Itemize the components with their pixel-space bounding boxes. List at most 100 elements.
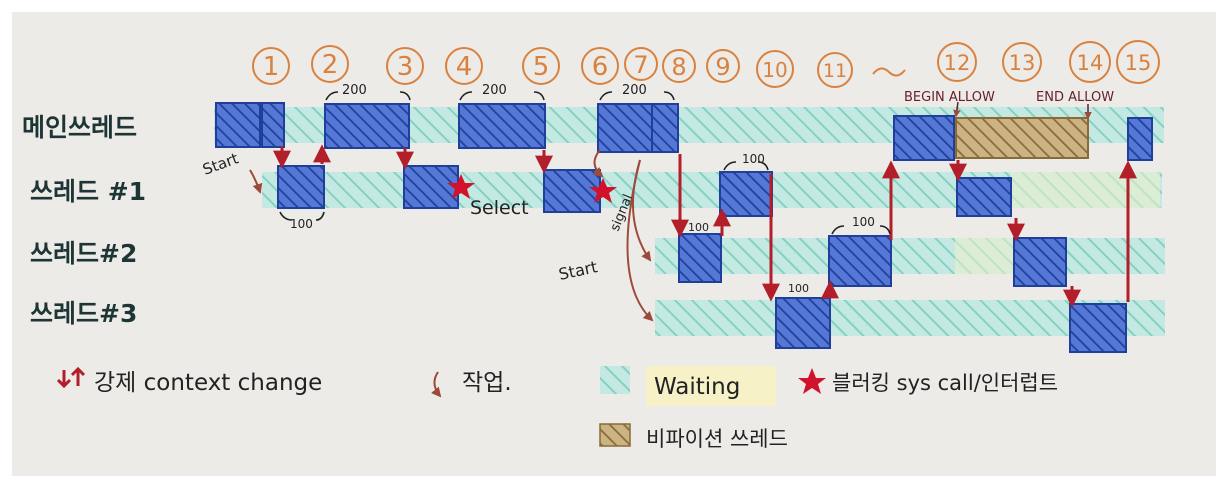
t1-run-3 [543,169,601,213]
context-switch-arrows [273,144,1137,308]
main-run-5 [893,115,955,161]
step-marker-15: 15 [1116,40,1160,84]
legend-nonpreempt: 비파이션 쓰레드 [599,423,788,451]
svg-text:13: 13 [1009,51,1036,75]
t2-run-3 [1013,237,1067,287]
bracket-100-a [279,211,325,221]
svg-text:12: 12 [944,51,971,75]
step-marker-13: 13 [1002,42,1042,82]
duration-200-b: 200 [482,83,507,98]
legend-forced-switch: 강제 context change [56,366,322,396]
svg-text:8: 8 [671,53,686,81]
thread-label-main: 메인쓰레드 [22,113,137,142]
svg-text:15: 15 [1125,51,1152,75]
start-label-1: Start [200,149,241,178]
start-curve-1 [249,169,263,194]
brown-hatched-square-icon [599,423,631,447]
main-run-6 [1127,117,1153,161]
waiting-lane-2 [655,238,1165,274]
t1-run-5 [956,177,1012,217]
squiggle-line [872,67,906,77]
step-marker-9: 9 [706,49,740,83]
bracket-100-c [831,225,891,235]
svg-text:작업.: 작업. [462,370,512,396]
svg-text:3: 3 [397,52,414,82]
step-marker-12: 12 [937,42,977,82]
thread-labels: 메인쓰레드 쓰레드 #1 쓰레드#2 쓰레드#3 [22,113,146,328]
step-marker-10: 10 [756,50,794,88]
main-run-1b [261,102,285,148]
duration-100-b: 100 [742,152,765,166]
allow-region [955,117,1089,159]
end-allow-label: END ALLOW [1036,90,1114,105]
allow-markers [953,101,1092,120]
step-markers: 1 2 3 4 5 6 7 [252,40,1160,88]
svg-text:5: 5 [533,52,550,82]
select-label: Select [470,197,529,219]
svg-text:강제 context change: 강제 context change [94,370,322,396]
legend-blocking: 블러킹 sys call/인터럽트 [798,368,1058,395]
legend-work: 작업. [431,370,512,398]
step-marker-8: 8 [662,49,696,83]
svg-text:14: 14 [1077,51,1104,75]
main-run-4a [597,103,653,153]
signal-curve [592,149,604,178]
bracket-200-a [325,91,411,101]
svg-text:4: 4 [456,52,473,82]
main-run-4b [651,103,679,153]
step-marker-7: 7 [624,47,658,81]
svg-text:2: 2 [322,50,339,80]
duration-100-d: 100 [688,221,709,234]
duration-200-c: 200 [622,83,647,98]
red-up-down-arrows-icon [56,366,86,389]
annotations: 200 200 200 100 100 100 100 100 Start St… [200,83,1114,295]
svg-text:6: 6 [592,52,609,82]
highlight-lane-2 [955,238,1015,274]
thread-label-2: 쓰레드#2 [30,239,137,268]
highlight-lane-1 [1010,172,1160,208]
t3-run-2 [1069,303,1127,353]
svg-text:비파이션 쓰레드: 비파이션 쓰레드 [646,427,788,451]
t2-run-1 [678,233,722,283]
work-arrows [249,149,654,322]
blocking-star-signal [589,178,617,203]
duration-100-c: 100 [852,215,875,229]
svg-text:9: 9 [715,53,730,81]
red-star-icon [798,368,826,394]
svg-text:10: 10 [762,58,787,82]
start-curve-3 [626,159,654,322]
svg-text:Waiting: Waiting [654,374,740,400]
step-marker-1: 1 [252,47,290,85]
step-marker-4: 4 [445,47,483,85]
step-marker-2: 2 [311,45,349,83]
svg-text:11: 11 [823,60,847,82]
bracket-200-c [599,91,675,101]
svg-text:1: 1 [263,52,280,82]
step-marker-3: 3 [386,47,424,85]
thread-label-3: 쓰레드#3 [30,299,137,328]
svg-text:블러킹 sys call/인터럽트: 블러킹 sys call/인터럽트 [832,371,1058,395]
main-run-1a [215,102,261,148]
t1-run-2 [403,165,459,209]
main-run-2 [324,103,410,149]
step-marker-5: 5 [522,47,560,85]
curved-arrow-icon [431,371,442,398]
duration-100-a: 100 [290,217,313,231]
bracket-200-b [459,91,545,101]
duration-brackets [279,91,891,235]
step-marker-11: 11 [817,52,853,88]
running-segments [215,102,1153,353]
legend-waiting: Waiting [600,366,776,406]
waiting-highlight [646,366,776,406]
thread-label-1: 쓰레드 #1 [30,177,146,206]
step-marker-14: 14 [1069,41,1111,83]
blocking-star-select [447,174,475,199]
duration-200-a: 200 [342,83,367,98]
step-marker-6: 6 [581,47,619,85]
svg-text:7: 7 [633,51,648,79]
t1-run-1 [277,165,325,209]
cyan-hatched-square-icon [600,366,630,394]
begin-allow-label: BEGIN ALLOW [904,90,995,105]
